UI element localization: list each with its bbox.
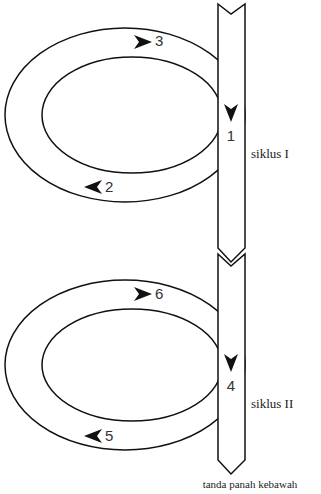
callout-number: 1 — [227, 128, 235, 145]
callout-number: 4 — [227, 378, 235, 395]
arrow-head — [134, 35, 152, 49]
cycle-ring-inner — [42, 57, 222, 173]
callout-number: 3 — [155, 33, 163, 50]
callout-number: 5 — [105, 428, 113, 445]
down-arrow-band — [218, 4, 245, 262]
arrow-head — [84, 180, 102, 194]
cycle-ring-outer — [5, 28, 245, 202]
caption-label: tanda panah kebawah — [203, 478, 298, 490]
arrow-head — [84, 429, 102, 443]
cycle-label: siklus I — [251, 147, 289, 161]
arrow-head — [224, 354, 238, 372]
cycle-ring-inner — [42, 309, 222, 421]
arrow-head — [134, 287, 152, 301]
callout-number: 2 — [105, 179, 113, 196]
callout-number: 6 — [155, 286, 163, 303]
cycle-ring-outer — [5, 280, 245, 450]
down-arrow-band — [218, 254, 245, 474]
arrow-head — [224, 104, 238, 122]
cycle-label: siklus II — [251, 397, 293, 411]
